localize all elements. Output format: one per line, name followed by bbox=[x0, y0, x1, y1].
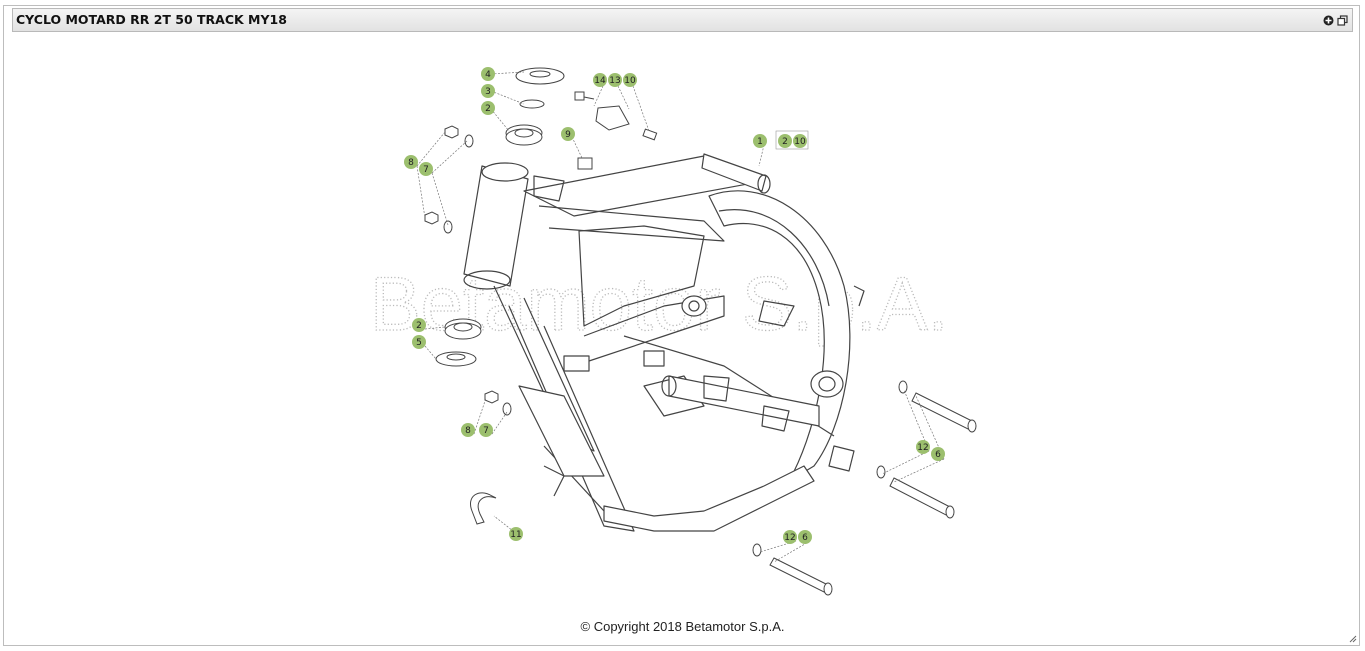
callout-marker[interactable]: 5 bbox=[412, 335, 426, 349]
callout-marker[interactable]: 14 bbox=[593, 73, 607, 87]
callout-marker[interactable]: 8 bbox=[404, 155, 418, 169]
callout-marker[interactable]: 7 bbox=[479, 423, 493, 437]
callout-marker[interactable]: 11 bbox=[509, 527, 523, 541]
svg-text:10: 10 bbox=[794, 137, 806, 147]
svg-text:2: 2 bbox=[782, 137, 788, 147]
callout-marker[interactable]: 2 bbox=[412, 318, 426, 332]
frame-line-art bbox=[463, 153, 865, 532]
callout-marker[interactable]: 6 bbox=[798, 530, 812, 544]
resize-handle-icon[interactable] bbox=[1349, 635, 1357, 643]
add-circle-icon[interactable] bbox=[1323, 15, 1334, 26]
popout-icon[interactable] bbox=[1337, 15, 1348, 26]
svg-text:3: 3 bbox=[485, 87, 491, 97]
parts-panel: CYCLO MOTARD RR 2T 50 TRACK MY18 Betamot… bbox=[3, 5, 1360, 646]
svg-text:6: 6 bbox=[935, 450, 941, 460]
callout-marker[interactable]: 7 bbox=[419, 162, 433, 176]
callout-markers: 4 3 2 14 13 10 9 1 2 10 8 7 2 5 8 7 12 6… bbox=[404, 67, 945, 544]
callout-marker[interactable]: 12 bbox=[916, 440, 930, 454]
svg-text:13: 13 bbox=[609, 76, 620, 86]
svg-text:7: 7 bbox=[423, 165, 429, 175]
panel-header: CYCLO MOTARD RR 2T 50 TRACK MY18 bbox=[12, 8, 1353, 32]
svg-text:10: 10 bbox=[624, 76, 636, 86]
callout-marker[interactable]: 12 bbox=[783, 530, 797, 544]
callout-marker[interactable]: 2 bbox=[778, 134, 792, 148]
svg-text:1: 1 bbox=[757, 137, 763, 147]
panel-header-tools bbox=[1323, 15, 1348, 26]
copyright-text: © Copyright 2018 Betamotor S.p.A. bbox=[580, 619, 785, 634]
svg-text:11: 11 bbox=[510, 530, 521, 540]
svg-text:4: 4 bbox=[485, 70, 491, 80]
svg-text:2: 2 bbox=[485, 104, 491, 114]
exploded-frame-diagram: Betamotor S.p.A. bbox=[369, 67, 977, 596]
callout-marker[interactable]: 8 bbox=[461, 423, 475, 437]
loose-parts bbox=[424, 67, 977, 596]
callout-group-box bbox=[775, 130, 809, 150]
callout-marker[interactable]: 9 bbox=[561, 127, 575, 141]
svg-text:6: 6 bbox=[802, 533, 808, 543]
callout-marker[interactable]: 13 bbox=[608, 73, 622, 87]
callout-marker[interactable]: 10 bbox=[623, 73, 637, 87]
svg-text:14: 14 bbox=[594, 76, 606, 86]
callout-marker[interactable]: 1 bbox=[753, 134, 767, 148]
svg-text:9: 9 bbox=[565, 130, 571, 140]
callout-marker[interactable]: 3 bbox=[481, 84, 495, 98]
svg-text:12: 12 bbox=[917, 443, 928, 453]
svg-text:8: 8 bbox=[408, 158, 414, 168]
svg-text:5: 5 bbox=[416, 338, 422, 348]
svg-text:12: 12 bbox=[784, 533, 795, 543]
svg-text:7: 7 bbox=[483, 426, 489, 436]
callout-marker[interactable]: 6 bbox=[931, 447, 945, 461]
svg-text:8: 8 bbox=[465, 426, 471, 436]
svg-text:2: 2 bbox=[416, 321, 422, 331]
callout-marker[interactable]: 4 bbox=[481, 67, 495, 81]
callout-marker[interactable]: 2 bbox=[481, 101, 495, 115]
callout-marker[interactable]: 10 bbox=[793, 134, 807, 148]
panel-title: CYCLO MOTARD RR 2T 50 TRACK MY18 bbox=[16, 12, 287, 27]
